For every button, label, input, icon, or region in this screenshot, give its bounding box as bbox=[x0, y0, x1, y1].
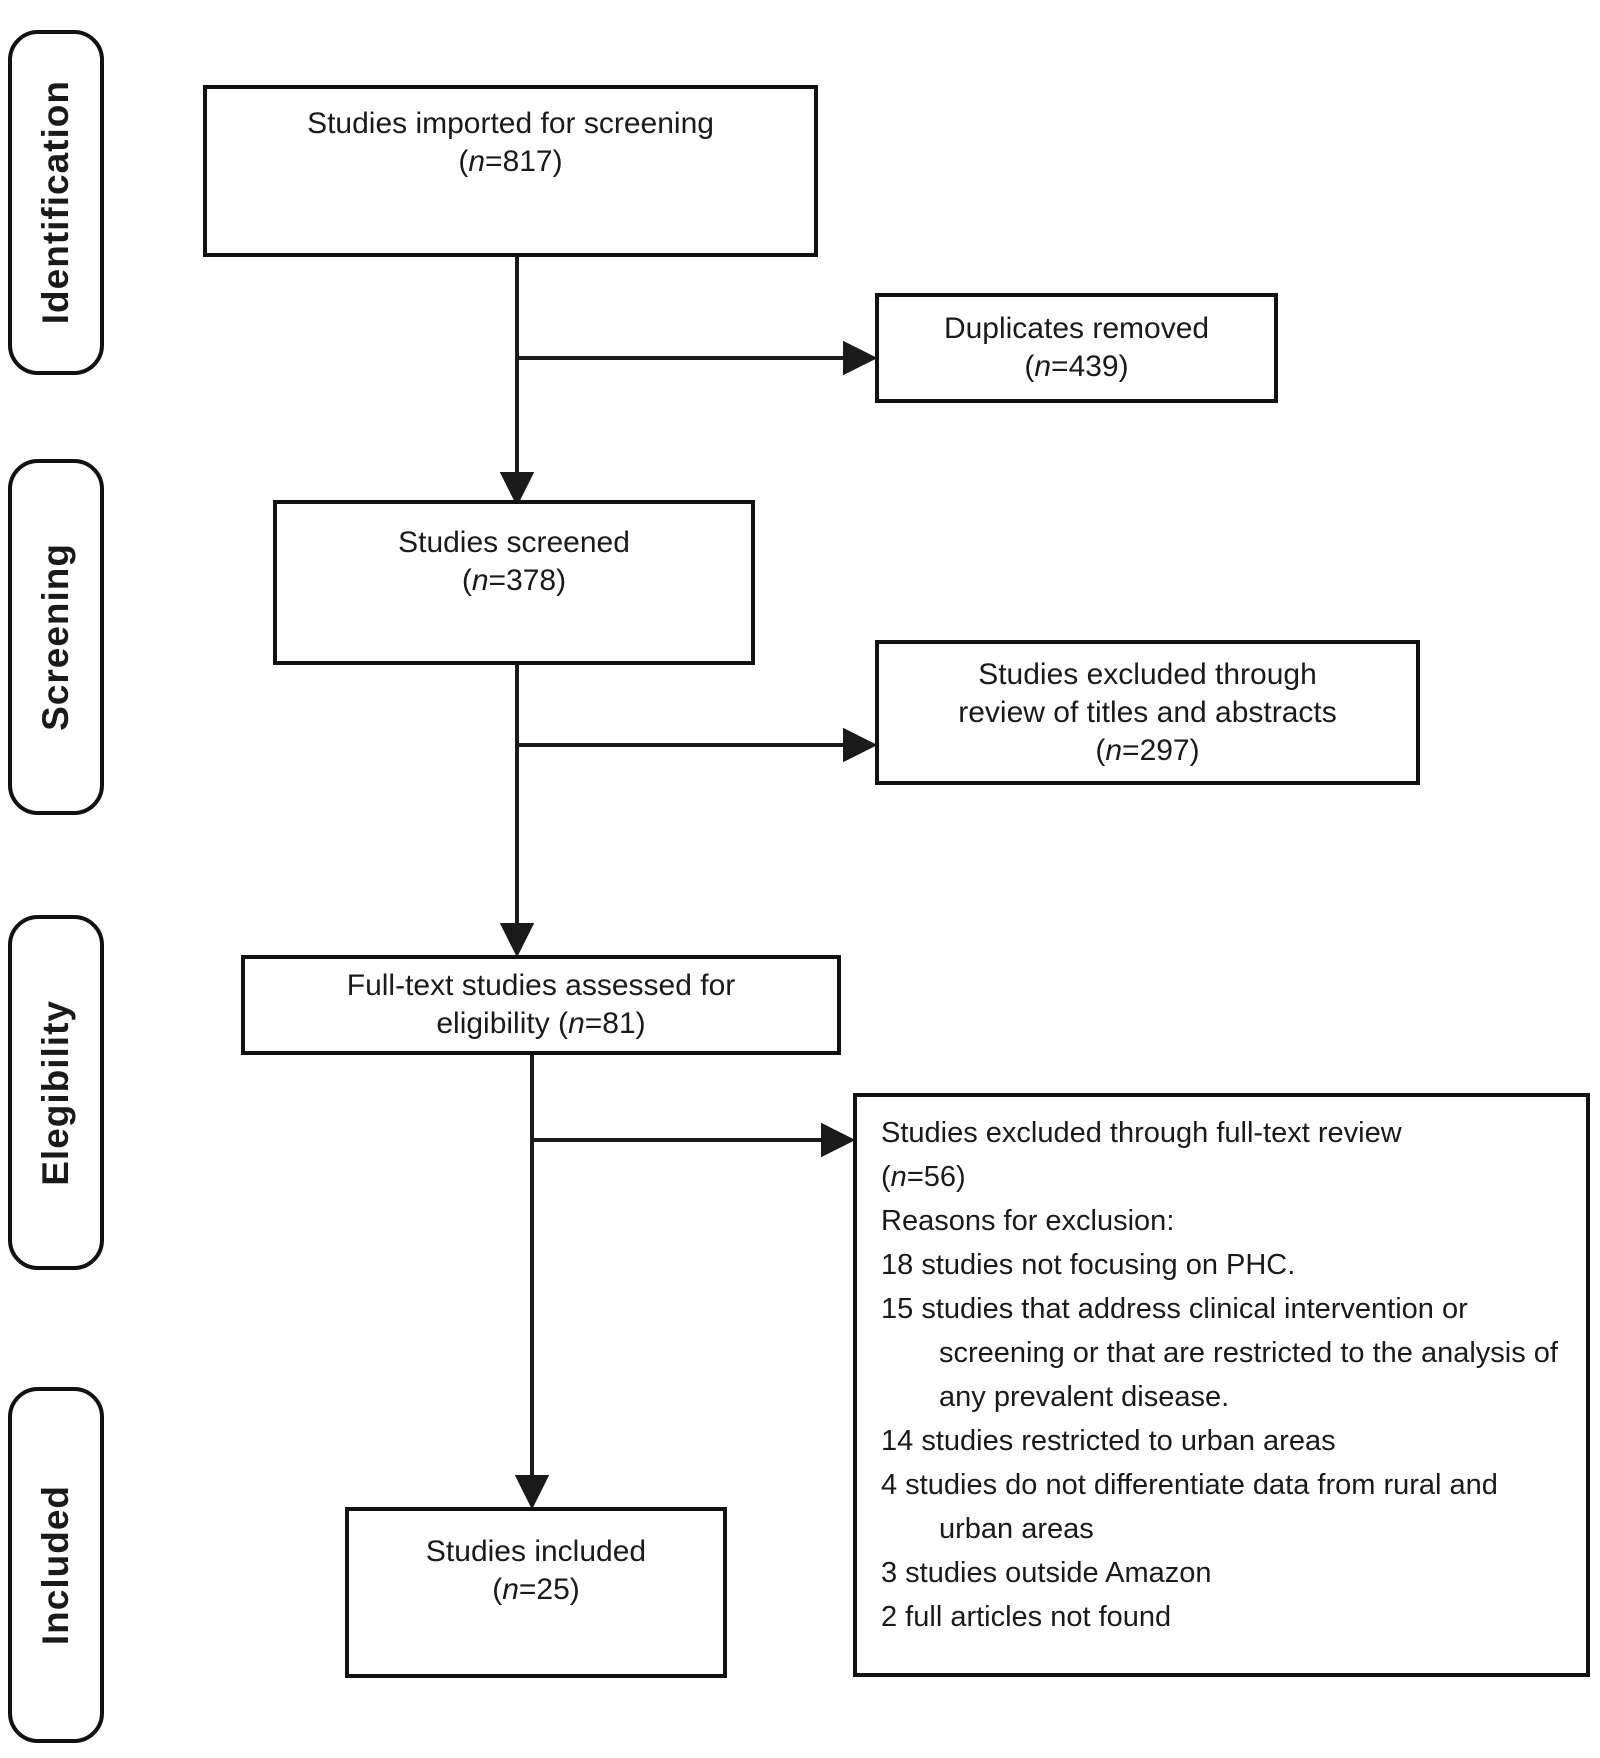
box-count: (n=25) bbox=[492, 1573, 580, 1606]
box-text-line: Studies screened bbox=[398, 526, 630, 559]
flow-box-duplicates-removed: Duplicates removed (n=439) bbox=[875, 293, 1278, 403]
exclusion-reason: 14 studies restricted to urban areas bbox=[881, 1425, 1336, 1457]
arrowhead-excluded-titles bbox=[843, 727, 878, 763]
arrowhead-screened bbox=[499, 472, 535, 507]
box-count: (n=56) bbox=[881, 1161, 966, 1193]
box-text-line: Studies included bbox=[425, 1535, 647, 1568]
exclusion-reason: 2 full articles not found bbox=[881, 1601, 1172, 1633]
stage-label-eligibility-text: Elegibility bbox=[35, 999, 76, 1186]
box-count: (n=817) bbox=[458, 145, 563, 178]
flow-box-excluded-titles-abstracts: Studies excluded through review of title… bbox=[875, 640, 1420, 785]
stage-label-eligibility: Elegibility bbox=[8, 915, 104, 1270]
box-count: (n=378) bbox=[461, 564, 567, 597]
box-count: (n=297) bbox=[1095, 733, 1200, 767]
stage-label-identification-text: Identification bbox=[35, 80, 76, 325]
reasons-heading: Reasons for exclusion: bbox=[881, 1205, 1175, 1237]
box-text-line: Full-text studies assessed for bbox=[346, 969, 736, 1002]
arrowhead-duplicates bbox=[843, 340, 878, 376]
exclusion-reason: 18 studies not focusing on PHC. bbox=[881, 1249, 1296, 1281]
box-count: eligibility (n=81) bbox=[436, 1007, 646, 1040]
box-count: (n=439) bbox=[1024, 350, 1129, 383]
stage-label-identification: Identification bbox=[8, 30, 104, 375]
box-text-line: Studies excluded through full-text revie… bbox=[881, 1117, 1402, 1149]
box-text-line: review of titles and abstracts bbox=[958, 695, 1337, 729]
exclusion-reason: 15 studies that address clinical interve… bbox=[881, 1293, 1558, 1413]
stage-label-included-text: Included bbox=[35, 1484, 76, 1646]
exclusion-reason: 4 studies do not differentiate data from… bbox=[881, 1469, 1498, 1545]
exclusion-reason: 3 studies outside Amazon bbox=[881, 1557, 1212, 1589]
flow-box-studies-included: Studies included (n=25) bbox=[345, 1507, 727, 1678]
arrowhead-excluded-fulltext bbox=[821, 1122, 856, 1158]
box-text-line: Studies excluded through bbox=[978, 657, 1317, 691]
stage-label-screening: Screening bbox=[8, 459, 104, 815]
flow-box-studies-screened: Studies screened (n=378) bbox=[273, 500, 755, 665]
arrowhead-fulltext bbox=[499, 923, 535, 958]
box-text-line: Studies imported for screening bbox=[307, 107, 714, 140]
arrowhead-included bbox=[514, 1475, 550, 1510]
flow-box-excluded-fulltext-review: Studies excluded through full-text revie… bbox=[853, 1093, 1590, 1677]
box-text-line: Duplicates removed bbox=[943, 312, 1210, 345]
flow-box-fulltext-assessed: Full-text studies assessed for eligibili… bbox=[241, 955, 841, 1055]
flow-box-studies-imported: Studies imported for screening (n=817) bbox=[203, 85, 818, 257]
stage-label-included: Included bbox=[8, 1387, 104, 1743]
stage-label-screening-text: Screening bbox=[35, 543, 76, 731]
